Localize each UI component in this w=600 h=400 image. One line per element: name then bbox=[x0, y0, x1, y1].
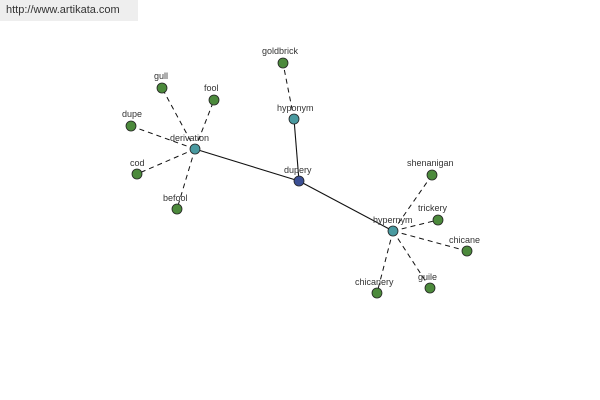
node-hypernym[interactable] bbox=[387, 225, 399, 237]
edge-hypernym-chicanery bbox=[376, 230, 394, 294]
graph-nodes bbox=[125, 57, 473, 299]
edge-center-derivation bbox=[194, 148, 300, 182]
edge-hypernym-guile bbox=[392, 230, 431, 289]
graph-edges bbox=[130, 62, 468, 294]
label-dupery: dupery bbox=[284, 165, 312, 175]
node-hyponym[interactable] bbox=[288, 113, 300, 125]
node-dupery[interactable] bbox=[293, 175, 305, 187]
label-gull: gull bbox=[154, 71, 168, 81]
label-trickery: trickery bbox=[418, 203, 447, 213]
node-goldbrick[interactable] bbox=[277, 57, 289, 69]
label-fool: fool bbox=[204, 83, 219, 93]
edge-hypernym-shenanigan bbox=[392, 174, 433, 232]
edge-derivation-dupe bbox=[130, 125, 196, 150]
edge-hyponym-goldbrick bbox=[282, 62, 295, 120]
node-dupe[interactable] bbox=[125, 120, 137, 132]
node-gull[interactable] bbox=[156, 82, 168, 94]
label-guile: guile bbox=[418, 272, 437, 282]
label-derivation: derivation bbox=[170, 133, 209, 143]
label-chicanery: chicanery bbox=[355, 277, 394, 287]
label-befool: befool bbox=[163, 193, 188, 203]
node-chicanery[interactable] bbox=[371, 287, 383, 299]
edge-derivation-gull bbox=[161, 87, 196, 150]
label-dupe: dupe bbox=[122, 109, 142, 119]
label-shenanigan: shenanigan bbox=[407, 158, 454, 168]
graph-labels: gull fool dupe cod befool derivation goldbrick… bbox=[122, 46, 480, 287]
label-hyponym: hyponym bbox=[277, 103, 314, 113]
node-befool[interactable] bbox=[171, 203, 183, 215]
edge-center-hypernym bbox=[298, 180, 394, 232]
edge-center-hyponym bbox=[293, 118, 300, 182]
node-derivation[interactable] bbox=[189, 143, 201, 155]
node-guile[interactable] bbox=[424, 282, 436, 294]
edge-derivation-cod bbox=[136, 148, 196, 175]
node-fool[interactable] bbox=[208, 94, 220, 106]
node-chicane[interactable] bbox=[461, 245, 473, 257]
edge-hypernym-trickery bbox=[392, 219, 439, 232]
node-cod[interactable] bbox=[131, 168, 143, 180]
edge-derivation-befool bbox=[176, 148, 196, 210]
edge-hypernym-chicane bbox=[392, 230, 468, 252]
node-trickery[interactable] bbox=[432, 214, 444, 226]
label-goldbrick: goldbrick bbox=[262, 46, 299, 56]
source-link[interactable]: http://www.artikata.com bbox=[0, 0, 138, 21]
label-chicane: chicane bbox=[449, 235, 480, 245]
label-cod: cod bbox=[130, 158, 145, 168]
node-shenanigan[interactable] bbox=[426, 169, 438, 181]
label-hypernym: hypernym bbox=[373, 215, 413, 225]
